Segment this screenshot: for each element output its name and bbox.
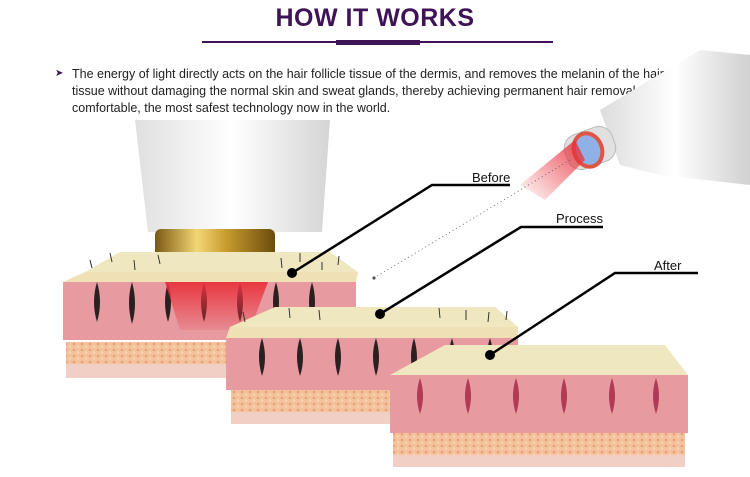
callout-dot-before (287, 268, 297, 278)
callout-before (291, 183, 510, 275)
follicles-after (417, 378, 659, 414)
callout-lines (291, 183, 698, 357)
label-process: Process (556, 211, 603, 226)
label-before: Before (472, 170, 511, 185)
title-underline-accent (336, 40, 420, 45)
skin-block-after (390, 345, 688, 467)
callout-dot-after (485, 350, 495, 360)
callout-process (379, 225, 603, 316)
label-after: After (654, 258, 682, 273)
description-text: The energy of light directly acts on the… (72, 67, 703, 115)
hairs-before (89, 252, 340, 271)
hairs-process (242, 307, 508, 323)
laser-beam (165, 282, 268, 330)
callout-after (489, 271, 698, 357)
handpiece-pointer-dot (372, 276, 376, 280)
page-title: HOW IT WORKS (275, 4, 475, 32)
callout-dot-process (375, 309, 385, 319)
handpiece-small (520, 50, 750, 200)
bullet-arrow-icon: ➤ (55, 68, 64, 79)
